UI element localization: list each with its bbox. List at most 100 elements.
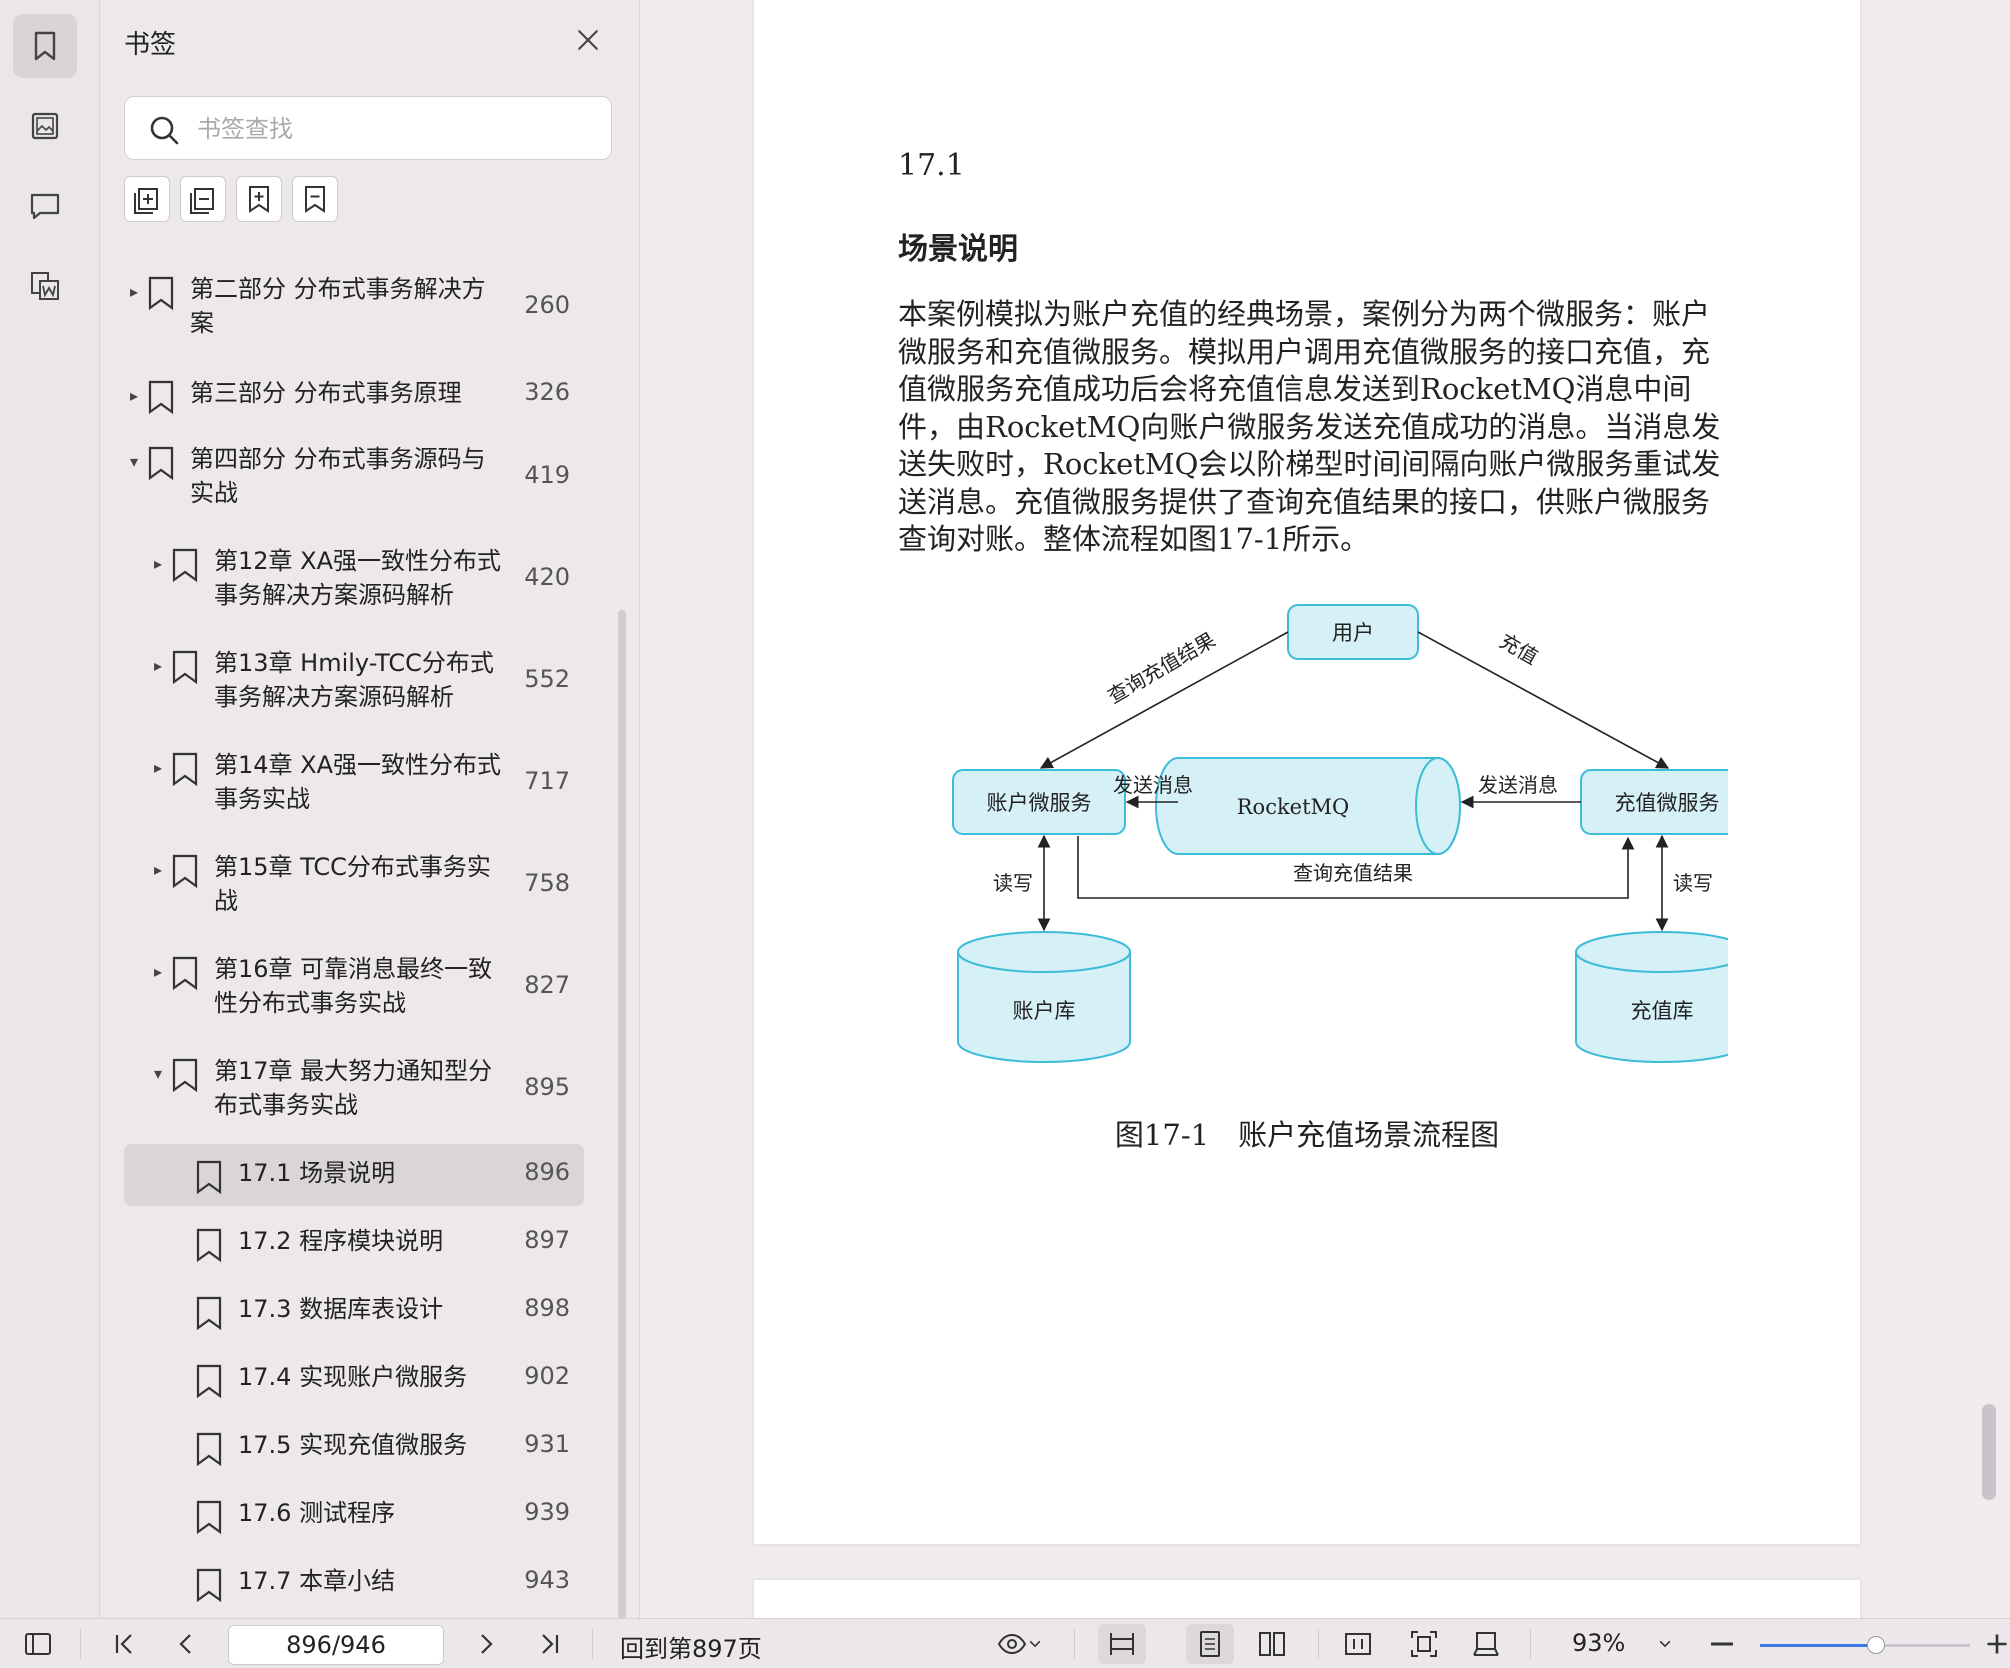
bookmark-label: 第16章 可靠消息最终一致性分布式事务实战: [214, 955, 493, 1017]
bookmark-item[interactable]: 17.6 测试程序 939: [124, 1496, 584, 1544]
bookmark-search-box[interactable]: [124, 96, 612, 160]
bookmark-page: 260: [524, 291, 570, 319]
edge-label-send-right: 发送消息: [1478, 773, 1558, 797]
account-db-node: [957, 952, 1131, 1063]
remove-bookmark-icon: [305, 186, 325, 213]
next-page-button[interactable]: [466, 1619, 506, 1668]
single-page-button[interactable]: [1186, 1624, 1234, 1664]
view-mode-button[interactable]: [990, 1619, 1050, 1668]
expand-arrow-icon[interactable]: ▸: [153, 860, 163, 879]
previous-page-button[interactable]: [166, 1619, 206, 1668]
close-panel-button[interactable]: [572, 24, 604, 56]
bookmark-label: 第四部分 分布式事务源码与实战: [190, 445, 486, 507]
bookmark-icon: [148, 276, 174, 311]
edge-label-recharge: 充值: [1496, 629, 1543, 670]
bookmark-icon: [196, 1160, 222, 1195]
zoom-in-button[interactable]: [1984, 1619, 2010, 1668]
bookmark-item[interactable]: 17.3 数据库表设计 898: [124, 1292, 584, 1340]
zoom-level[interactable]: 93%: [1572, 1629, 1626, 1657]
bookmark-item[interactable]: ▾ 第17章 最大努力通知型分布式事务实战 895: [124, 1054, 584, 1126]
bookmark-item[interactable]: 17.7 本章小结 943: [124, 1564, 584, 1612]
chevron-left-icon: [179, 1634, 191, 1654]
bookmark-page: 943: [524, 1566, 570, 1594]
zoom-dropdown-button[interactable]: [1650, 1619, 1680, 1668]
bookmark-icon: [196, 1364, 222, 1399]
fit-width-button[interactable]: [1098, 1624, 1146, 1664]
bookmark-item[interactable]: 17.2 程序模块说明 897: [124, 1224, 584, 1272]
comment-tab-button[interactable]: [13, 174, 77, 238]
chevron-right-icon: [481, 1634, 493, 1654]
edge-label-send-left: 发送消息: [1113, 773, 1193, 797]
thumbnail-tab-button[interactable]: [13, 94, 77, 158]
expand-all-button[interactable]: [124, 176, 170, 222]
bookmark-page: 717: [524, 767, 570, 795]
bookmark-item[interactable]: ▸ 第13章 Hmily-TCC分布式事务解决方案源码解析 552: [124, 646, 584, 718]
bottom-toolbar: 回到第897页 93%: [0, 1618, 2010, 1668]
expand-arrow-icon[interactable]: ▸: [153, 554, 163, 573]
document-scrollbar[interactable]: [1982, 1404, 1996, 1500]
add-bookmark-button[interactable]: [236, 176, 282, 222]
remove-bookmark-button[interactable]: [292, 176, 338, 222]
bookmark-item[interactable]: ▸ 第三部分 分布式事务原理 326: [124, 376, 584, 416]
actual-size-button[interactable]: [1334, 1619, 1382, 1668]
bookmark-item-selected[interactable]: 17.1 场景说明 896: [124, 1144, 584, 1206]
page-number-input[interactable]: [228, 1625, 444, 1665]
bookmark-item[interactable]: ▸ 第14章 XA强一致性分布式事务实战 717: [124, 748, 584, 820]
panel-scrollbar[interactable]: [618, 610, 626, 1620]
plus-icon: [1987, 1634, 2007, 1654]
bookmark-label: 17.7 本章小结: [238, 1567, 396, 1595]
edge-label-query: 查询充值结果: [1104, 628, 1220, 709]
bookmark-page: 552: [524, 665, 570, 693]
go-back-to-page-link[interactable]: 回到第897页: [620, 1635, 762, 1663]
word-tab-button[interactable]: [13, 254, 77, 318]
fit-width-icon: [1110, 1633, 1134, 1655]
bookmark-item[interactable]: 17.4 实现账户微服务 902: [124, 1360, 584, 1408]
image-icon: [31, 112, 59, 140]
bookmark-item[interactable]: ▸ 第12章 XA强一致性分布式事务解决方案源码解析 420: [124, 544, 584, 616]
divider: [1074, 1629, 1075, 1659]
zoom-out-button[interactable]: [1704, 1619, 1740, 1668]
bookmark-item[interactable]: ▸ 第16章 可靠消息最终一致性分布式事务实战 827: [124, 952, 584, 1024]
zoom-slider-fill: [1760, 1644, 1876, 1647]
two-page-button[interactable]: [1248, 1619, 1296, 1668]
expand-arrow-icon[interactable]: ▸: [129, 386, 139, 405]
collapse-arrow-icon[interactable]: ▾: [153, 1064, 163, 1083]
expand-arrow-icon[interactable]: ▸: [153, 758, 163, 777]
bookmark-label: 第13章 Hmily-TCC分布式事务解决方案源码解析: [214, 649, 494, 711]
bookmark-label: 17.6 测试程序: [238, 1499, 396, 1527]
search-icon: [150, 116, 179, 145]
bookmark-item[interactable]: ▸ 第15章 TCC分布式事务实战 758: [124, 850, 584, 922]
toggle-sidebar-button[interactable]: [18, 1619, 58, 1668]
zoom-slider[interactable]: [1760, 1636, 1970, 1654]
actual-size-icon: [1345, 1633, 1371, 1655]
bookmark-item[interactable]: ▾ 第四部分 分布式事务源码与实战 419: [124, 442, 584, 514]
fit-page-button[interactable]: [1400, 1619, 1448, 1668]
last-page-icon: [542, 1634, 559, 1654]
body-paragraph: 本案例模拟为账户充值的经典场景，案例分为两个微服务：账户微服务和充值微服务。模拟…: [898, 297, 1721, 556]
rocketmq-label: RocketMQ: [1237, 795, 1350, 819]
eye-icon: [997, 1633, 1027, 1655]
bookmark-page: 939: [524, 1498, 570, 1526]
bookmark-icon: [172, 854, 198, 889]
bookmark-item[interactable]: ▸ 第二部分 分布式事务解决方案 260: [124, 272, 584, 344]
expand-arrow-icon[interactable]: ▸: [153, 962, 163, 981]
bookmark-search-input[interactable]: [197, 109, 597, 149]
last-page-button[interactable]: [530, 1619, 570, 1668]
icon-rail: [0, 0, 100, 1618]
rotate-button[interactable]: [1462, 1619, 1510, 1668]
collapse-all-button[interactable]: [180, 176, 226, 222]
bookmark-tab-button[interactable]: [13, 14, 77, 78]
zoom-slider-handle[interactable]: [1866, 1636, 1885, 1654]
expand-arrow-icon[interactable]: ▸: [153, 656, 163, 675]
first-page-button[interactable]: [104, 1619, 144, 1668]
expand-arrow-icon[interactable]: ▸: [129, 282, 139, 301]
bookmark-page: 902: [524, 1362, 570, 1390]
bookmark-icon: [148, 446, 174, 481]
bookmark-item[interactable]: 17.5 实现充值微服务 931: [124, 1428, 584, 1476]
fit-page-icon: [1411, 1631, 1437, 1657]
bookmark-label: 17.1 场景说明: [238, 1159, 396, 1187]
document-viewer[interactable]: 17.1 场景说明 本案例模拟为账户充值的经典场景，案例分为两个微服务：账户微服…: [640, 0, 2010, 1640]
bookmark-page: 896: [524, 1158, 570, 1186]
collapse-arrow-icon[interactable]: ▾: [129, 452, 139, 471]
bookmark-label: 17.4 实现账户微服务: [238, 1363, 468, 1391]
